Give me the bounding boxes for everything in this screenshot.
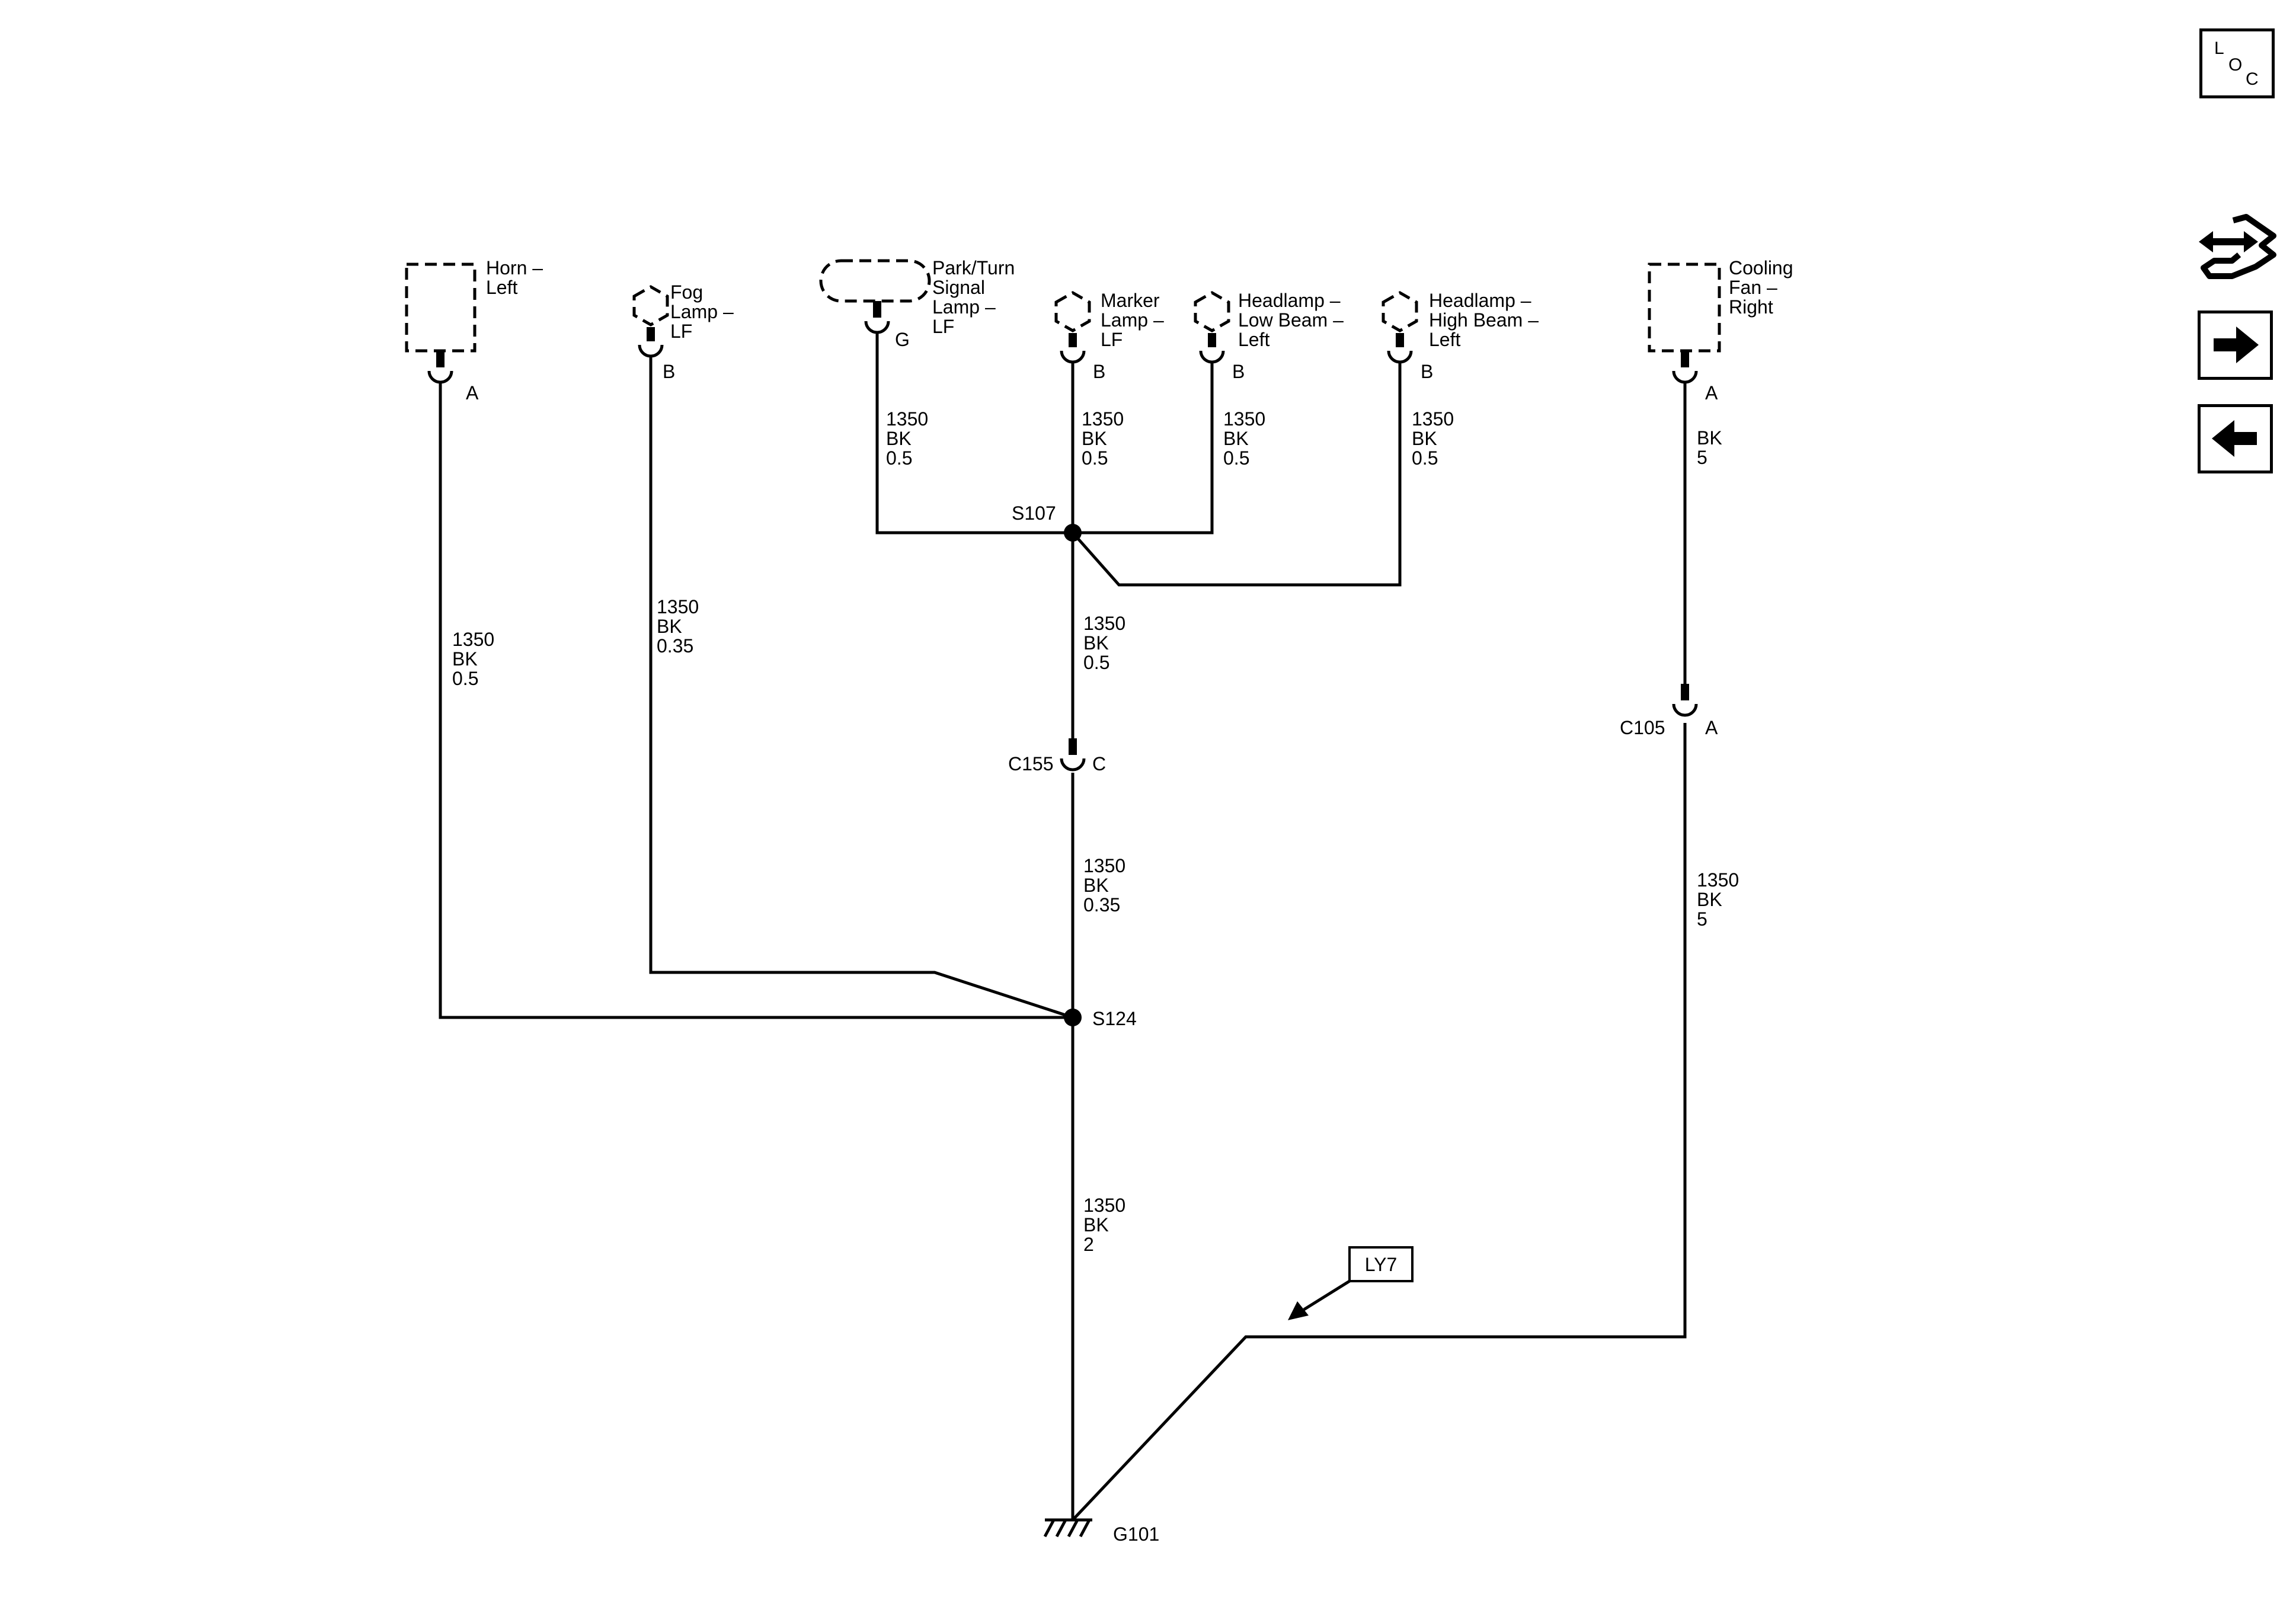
- low-beam-connector: [1199, 333, 1225, 364]
- park-wire: [875, 332, 1214, 534]
- ly7-label: LY7: [1365, 1254, 1398, 1275]
- next-page-icon[interactable]: [2198, 311, 2273, 380]
- fog-lamp-component: [632, 285, 669, 327]
- marker-pin: B: [1093, 361, 1105, 382]
- c105-pin: A: [1705, 717, 1718, 738]
- fan-pin: A: [1705, 382, 1718, 404]
- marker-connector: [1060, 333, 1086, 364]
- high-beam-label: Headlamp –High Beam –Left: [1429, 290, 1539, 350]
- horn-label: Horn –Left: [486, 257, 543, 298]
- loc-letter-l: L: [2214, 39, 2224, 58]
- cooling-fan-component: [1648, 263, 1721, 353]
- fog-connector: [638, 327, 664, 358]
- high-beam-pin: B: [1421, 361, 1433, 382]
- fog-wire: [649, 356, 1073, 1019]
- loc-letter-o: O: [2228, 55, 2243, 75]
- horn-wire: [439, 382, 1073, 1019]
- horn-connector: [427, 351, 453, 384]
- horn-component: [405, 263, 477, 353]
- ly7-option-flag: [1288, 1246, 1414, 1320]
- c105-label: C105: [1620, 717, 1665, 738]
- loc-icon[interactable]: L O C: [2199, 28, 2275, 98]
- park-turn-lamp-component: [819, 259, 931, 303]
- c105-connector: [1672, 684, 1698, 717]
- s107-splice: [1064, 524, 1082, 542]
- loc-letter-c: C: [2246, 69, 2259, 89]
- high-beam-component: [1382, 291, 1418, 332]
- s124-splice: [1064, 1009, 1082, 1026]
- low-beam-label: Headlamp –Low Beam –Left: [1238, 290, 1344, 350]
- s124-label: S124: [1092, 1008, 1137, 1029]
- marker-lamp-component: [1054, 291, 1091, 332]
- fan-connector: [1672, 351, 1698, 384]
- component-view-icon[interactable]: [2196, 212, 2281, 288]
- c155-label: C155: [1008, 753, 1054, 774]
- fog-pin: B: [663, 361, 675, 382]
- low-beam-pin: B: [1232, 361, 1245, 382]
- park-connector: [864, 301, 890, 334]
- c155-connector: [1060, 738, 1086, 772]
- park-pin: G: [895, 329, 910, 350]
- high-beam-connector: [1387, 333, 1413, 364]
- ground-label: G101: [1113, 1523, 1159, 1545]
- c155-pin: C: [1092, 753, 1106, 774]
- high-beam-wire: [1072, 362, 1402, 587]
- low-beam-component: [1194, 291, 1230, 332]
- s107-label: S107: [1012, 502, 1056, 524]
- fan-bottom-wire: [1072, 723, 1687, 1521]
- previous-page-icon[interactable]: [2198, 404, 2273, 473]
- horn-pin: A: [466, 382, 479, 404]
- ground-symbol: [1043, 1518, 1092, 1538]
